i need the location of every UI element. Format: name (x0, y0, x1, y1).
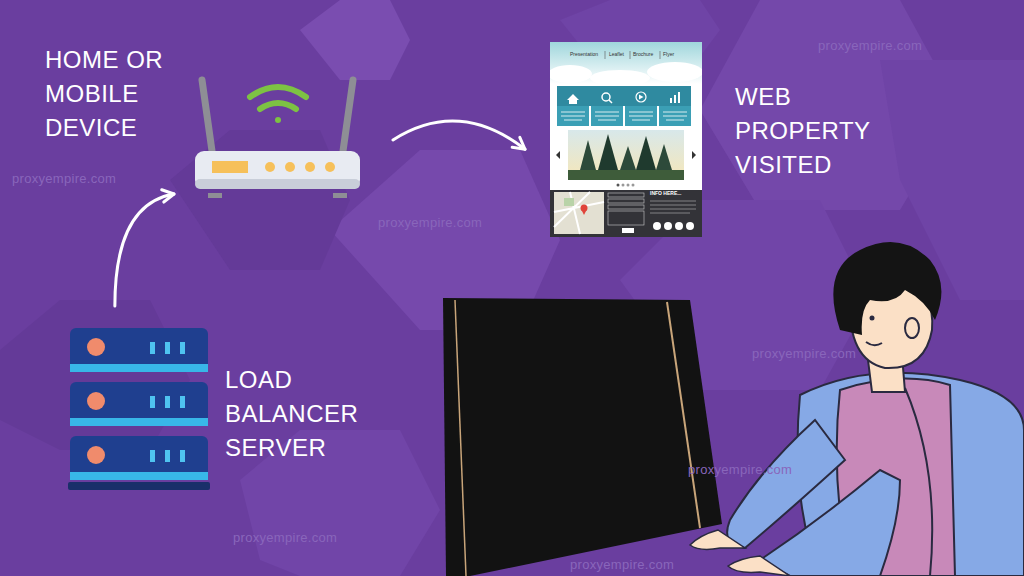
page-text: INFO HERE... (650, 190, 681, 196)
watermark: proxyempire.com (378, 215, 482, 230)
curved-arrow (115, 190, 174, 306)
page-footer (550, 190, 702, 237)
page-text: Leaflet (609, 51, 624, 57)
page-text: Brochure (633, 51, 653, 57)
node-label: HOME OR MOBILE DEVICE (45, 43, 180, 145)
node-label: WEB PROPERTY VISITED (735, 80, 885, 182)
watermark: proxyempire.com (752, 346, 856, 361)
icon-row (557, 86, 691, 126)
page-text: Presentation (570, 51, 598, 57)
router-illustration (190, 75, 365, 200)
watermark: proxyempire.com (570, 557, 674, 572)
webpage-illustration (550, 42, 702, 237)
illustrated-node: LOAD BALANCER SERVER (68, 328, 210, 490)
person-head (833, 242, 941, 392)
wifi-symbol (250, 87, 306, 123)
curved-arrow (393, 121, 525, 149)
server-illustration (68, 328, 210, 490)
watermark: proxyempire.com (12, 171, 116, 186)
watermark: proxyempire.com (818, 38, 922, 53)
page-text: Flyer (663, 51, 674, 57)
watermark: proxyempire.com (233, 530, 337, 545)
page-header (550, 42, 702, 86)
node-label: LOAD BALANCER SERVER (225, 363, 377, 465)
server-rack (68, 328, 210, 490)
watermark: proxyempire.com (688, 462, 792, 477)
router-antennas (202, 80, 353, 151)
monitor (443, 298, 722, 576)
forest-picture (556, 130, 696, 187)
illustrated-node: WEB PROPERTY VISITED (550, 42, 702, 237)
illustrated-node: HOME OR MOBILE DEVICE (190, 75, 365, 200)
router-body (195, 151, 360, 198)
